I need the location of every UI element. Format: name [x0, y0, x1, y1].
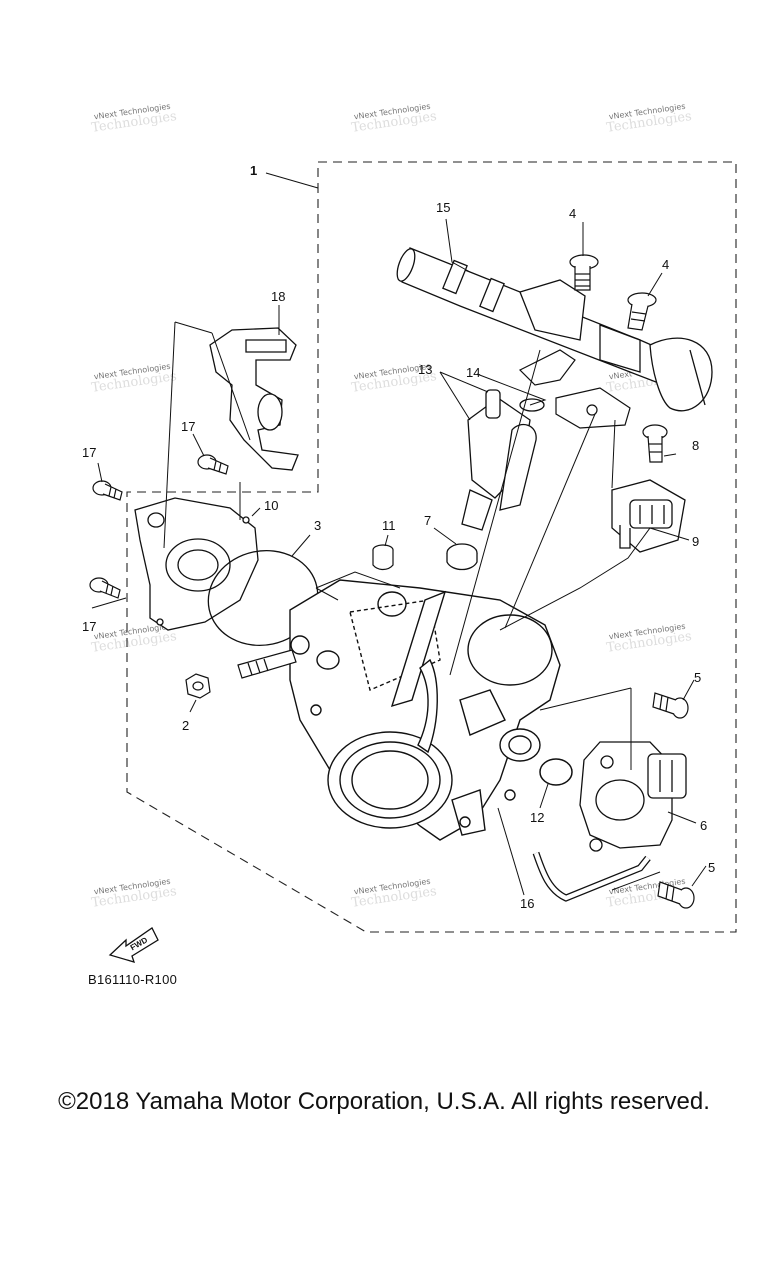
exploded-parts-diagram: Technologies vNext Technologies Technolo…: [82, 102, 737, 963]
watermark: Technologies vNext Technologies: [90, 877, 177, 911]
callout-12: 12: [530, 810, 544, 825]
bolt-4-upper: [569, 254, 599, 291]
fwd-arrow-icon: FWD: [108, 927, 159, 963]
callout-4: 4: [569, 206, 576, 221]
callout-11: 11: [382, 518, 396, 533]
callout-15: 15: [436, 200, 450, 215]
watermark: Technologies vNext Technologies: [90, 362, 177, 396]
watermark: Technologies vNext Technologies: [605, 102, 692, 136]
bracket-18: [209, 327, 299, 471]
callout-5: 5: [708, 860, 715, 875]
callout-17: 17: [181, 419, 195, 434]
callout-5: 5: [694, 670, 701, 685]
screw-17-upper: [197, 454, 229, 475]
watermark: Technologies vNext Technologies: [90, 102, 177, 136]
callout-17: 17: [82, 619, 96, 634]
callout-6: 6: [700, 818, 707, 833]
copyright-notice: ©2018 Yamaha Motor Corporation, U.S.A. A…: [58, 1088, 710, 1115]
sensor-9: [611, 479, 686, 553]
callout-10: 10: [264, 498, 278, 513]
callout-17: 17: [82, 445, 96, 460]
callout-1: 1: [250, 163, 257, 178]
leader-lines: [91, 172, 707, 896]
callout-9: 9: [692, 534, 699, 549]
callout-4: 4: [662, 257, 669, 272]
o-ring-12: [539, 758, 573, 786]
watermark: Technologies vNext Technologies: [350, 102, 437, 136]
assembly-boundary: [126, 161, 737, 933]
fuel-injector: [461, 389, 545, 531]
nut-2: [185, 673, 211, 699]
gasket-3: [207, 549, 319, 647]
callout-7: 7: [424, 513, 431, 528]
rail-bracket: [518, 349, 631, 429]
callout-13: 13: [418, 362, 432, 377]
callout-8: 8: [692, 438, 699, 453]
callout-3: 3: [314, 518, 321, 533]
screw-17-left: [92, 480, 123, 501]
cap-11: [372, 544, 394, 571]
callout-16: 16: [520, 896, 534, 911]
throttle-position-sensor: [579, 741, 687, 852]
callout-14: 14: [466, 365, 480, 380]
callout-labels: 1 15 4 4 18 13 14 17 8 17 10 3 11 7 9 17…: [82, 163, 715, 911]
fuel-rail: [396, 247, 713, 412]
watermark: Technologies vNext Technologies: [350, 877, 437, 911]
screw-5-lower: [657, 881, 695, 909]
bolt-8: [642, 424, 668, 463]
screw-17-lower: [89, 577, 121, 599]
watermark: Technologies vNext Technologies: [605, 622, 692, 656]
stud-bolt: [237, 649, 297, 679]
screw-5-upper: [652, 692, 689, 719]
callout-2: 2: [182, 718, 189, 733]
throttle-body: [289, 579, 561, 841]
callout-18: 18: [271, 289, 285, 304]
seal-7: [446, 543, 478, 571]
cover-10: [134, 497, 259, 631]
bolt-4-lower: [627, 292, 657, 331]
diagram-reference-code: B161110-R100: [88, 972, 178, 987]
